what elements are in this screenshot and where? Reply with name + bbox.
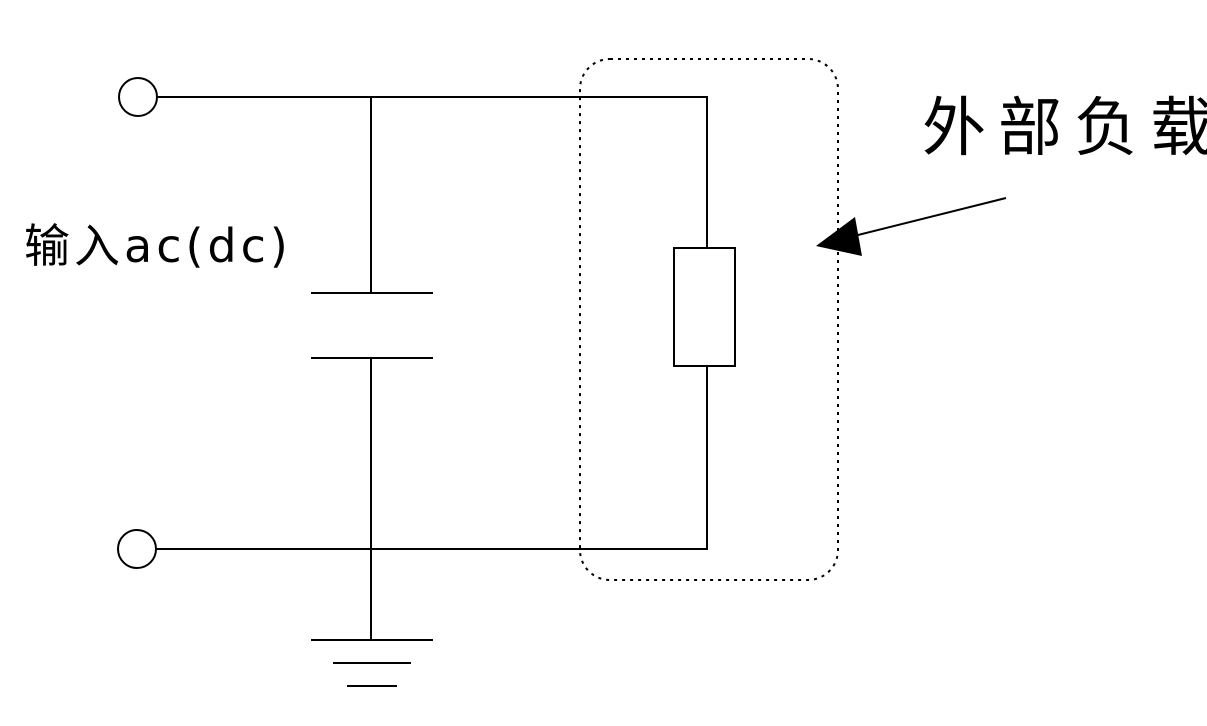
input-label: 输入ac(dc) [24, 219, 292, 273]
input-terminal-top [118, 77, 158, 117]
external-load-label: 外部负载 [922, 92, 1207, 166]
load-boundary-box [579, 58, 839, 581]
arrow [816, 197, 1007, 256]
input-terminal-bottom [117, 529, 157, 569]
bottom-wire [156, 366, 708, 550]
load-resistor [673, 247, 736, 367]
top-wire [157, 96, 708, 248]
ground-symbol [311, 639, 433, 687]
